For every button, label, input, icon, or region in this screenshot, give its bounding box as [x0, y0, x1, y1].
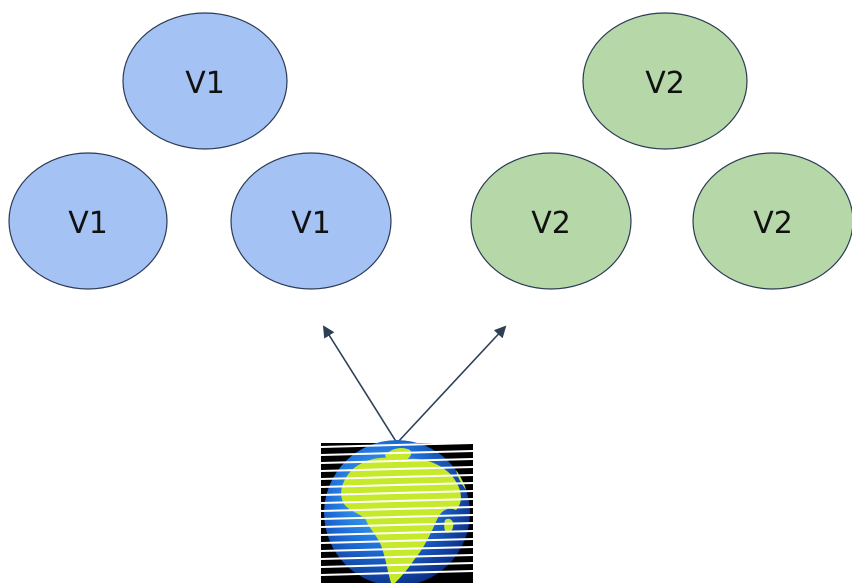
v1-node-left-label: V1 [68, 206, 108, 241]
v2-node-left[interactable]: V2 [470, 152, 632, 290]
v1-cluster: V1 V1 V1 [8, 12, 392, 290]
v1-node-top-shape [122, 12, 288, 150]
v2-node-left-label: V2 [531, 206, 571, 241]
v1-node-top-label: V1 [185, 66, 225, 101]
v2-node-right[interactable]: V2 [692, 152, 852, 290]
v1-node-right-label: V1 [291, 206, 331, 241]
v2-node-right-shape [692, 152, 852, 290]
globe-stripes [320, 442, 474, 576]
v1-node-left-shape [8, 152, 168, 290]
arrow-to-v1 [322, 325, 398, 444]
v1-node-right[interactable]: V1 [230, 152, 392, 290]
v2-cluster: V2 V2 V2 [470, 12, 852, 290]
v2-node-top-label: V2 [645, 66, 685, 101]
v1-node-left[interactable]: V1 [8, 152, 168, 290]
v2-node-left-shape [470, 152, 632, 290]
v1-node-right-shape [230, 152, 392, 290]
arrow-to-v2 [396, 325, 507, 444]
v2-node-top-shape [582, 12, 748, 150]
v1-node-top[interactable]: V1 [122, 12, 288, 150]
continent-shape [341, 457, 461, 583]
globe-icon [320, 440, 474, 583]
v2-node-right-label: V2 [753, 206, 793, 241]
v2-node-top[interactable]: V2 [582, 12, 748, 150]
